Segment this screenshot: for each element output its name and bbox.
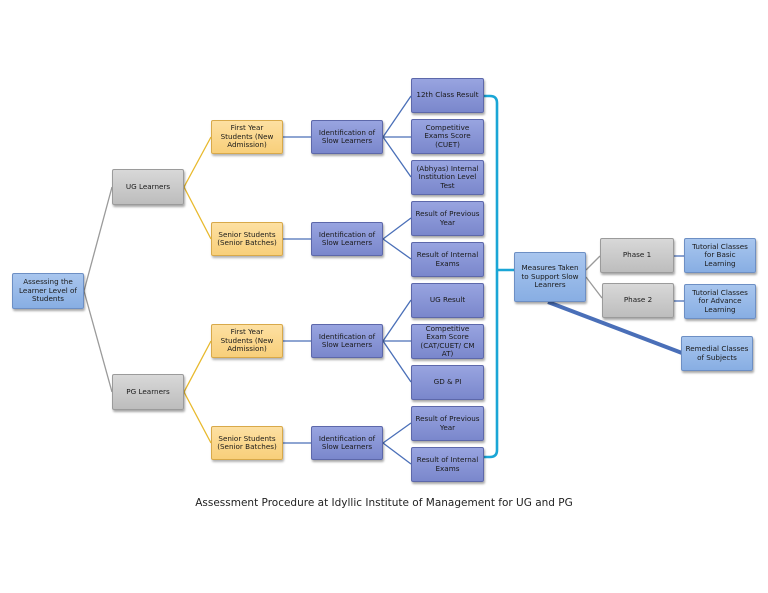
root-node: Assessing the Learner Level of Students (12, 273, 84, 309)
phase-2-detail-node: Tutorial Classes for Advance Learning (684, 284, 756, 319)
connector-root-ug (83, 186, 113, 292)
connector-ident3-item1 (382, 299, 412, 342)
connector-ident2-item1 (382, 217, 412, 240)
connector-pg-senior (183, 391, 212, 444)
ug-learners-node: UG Learners (112, 169, 184, 205)
ug-item-internal-exams-result: Result of Internal Exams (411, 242, 484, 277)
pg-learners-node: PG Learners (112, 374, 184, 410)
connector-ident1-item3 (382, 136, 412, 178)
connector-measures-phase2 (585, 276, 603, 299)
connector-ident1-item1 (382, 95, 412, 138)
connector-root-pg (83, 290, 113, 393)
pg-senior-identification-node: Identification of Slow Learners (311, 426, 383, 460)
phase-2-node: Phase 2 (602, 283, 674, 318)
connector-ug-first (183, 136, 212, 188)
pg-item-previous-year-result: Result of Previous Year (411, 406, 484, 441)
connector-ug-senior (183, 186, 212, 240)
ug-senior-identification-node: Identification of Slow Learners (311, 222, 383, 256)
pg-item-ug-result: UG Result (411, 283, 484, 318)
phase-1-node: Phase 1 (600, 238, 674, 273)
connector-ident4-item2 (382, 442, 412, 465)
pg-item-competitive-exam-score: Competitive Exam Score (CAT/CUET/ CM AT) (411, 324, 484, 359)
ug-first-year-node: First Year Students (New Admission) (211, 120, 283, 154)
connector-ident2-item2 (382, 238, 412, 260)
pg-first-year-node: First Year Students (New Admission) (211, 324, 283, 358)
phase-1-detail-node: Tutorial Classes for Basic Learning (684, 238, 756, 273)
ug-senior-node: Senior Students (Senior Batches) (211, 222, 283, 256)
pg-first-year-identification-node: Identification of Slow Learners (311, 324, 383, 358)
ug-first-year-identification-node: Identification of Slow Learners (311, 120, 383, 154)
connector-pg-first (183, 340, 212, 393)
connector-measures-remedial (547, 300, 683, 355)
pg-item-gd-pi: GD & PI (411, 365, 484, 400)
remedial-classes-node: Remedial Classes of Subjects (681, 336, 753, 371)
connector-ident3-item3 (382, 340, 412, 383)
ug-item-12th-class-result: 12th Class Result (411, 78, 484, 113)
connector-ident4-item1 (382, 422, 412, 444)
connector-measures-phase1 (585, 255, 601, 271)
ug-item-previous-year-result: Result of Previous Year (411, 201, 484, 236)
cyan-bracket (484, 94, 514, 459)
ug-item-cuet-score: Competitive Exams Score (CUET) (411, 119, 484, 154)
ug-item-internal-test: (Abhyas) Internal Institution Level Test (411, 160, 484, 195)
pg-senior-node: Senior Students (Senior Batches) (211, 426, 283, 460)
pg-item-internal-exams-result: Result of Internal Exams (411, 447, 484, 482)
diagram-caption: Assessment Procedure at Idyllic Institut… (195, 497, 573, 509)
measures-node: Measures Taken to Support Slow Leanrers (514, 252, 586, 302)
